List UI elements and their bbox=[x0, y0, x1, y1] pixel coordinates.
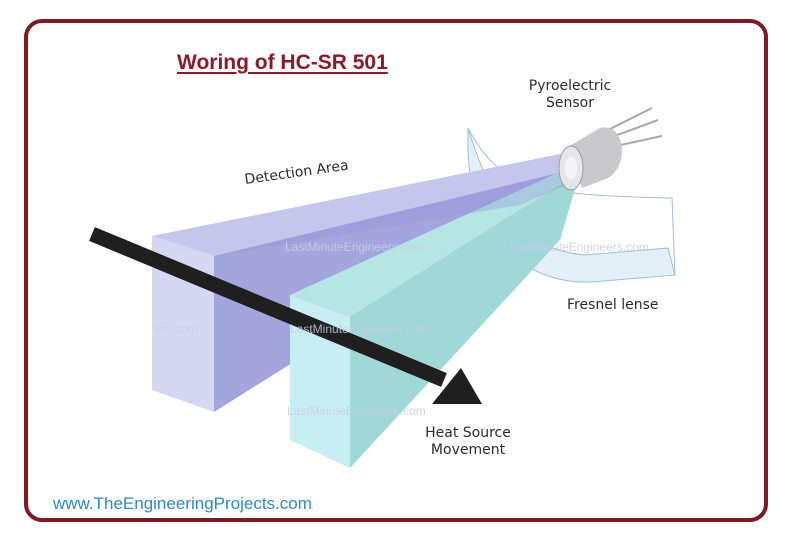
sensor-label-text: Pyroelectric Sensor bbox=[528, 78, 612, 111]
teal-beam-top bbox=[290, 165, 580, 317]
arrow-head bbox=[432, 368, 482, 404]
watermark: ers.com bbox=[155, 322, 198, 336]
page-title: Woring of HC-SR 501 bbox=[177, 51, 388, 74]
heat-movement-arrow bbox=[89, 227, 447, 387]
pyroelectric-sensor bbox=[558, 107, 663, 191]
purple-beam-top bbox=[152, 150, 583, 256]
fresnel-label: Fresnel lense bbox=[567, 297, 659, 313]
sensor-label: Pyroelectric Sensor bbox=[522, 78, 618, 112]
heat-source-label: Heat Source Movement bbox=[425, 425, 511, 458]
watermark: LastMinuteEngineers.com bbox=[285, 240, 424, 254]
watermark: LastMinuteEngineers.com bbox=[287, 404, 426, 418]
watermark: LastMinuteEngineers.com bbox=[510, 240, 649, 254]
website-link[interactable]: www.TheEngineeringProjects.com bbox=[53, 494, 312, 513]
watermark: LastMinuteEngineers.com bbox=[290, 322, 429, 336]
watermark: com bbox=[175, 240, 198, 254]
teal-beam-side bbox=[350, 172, 580, 468]
